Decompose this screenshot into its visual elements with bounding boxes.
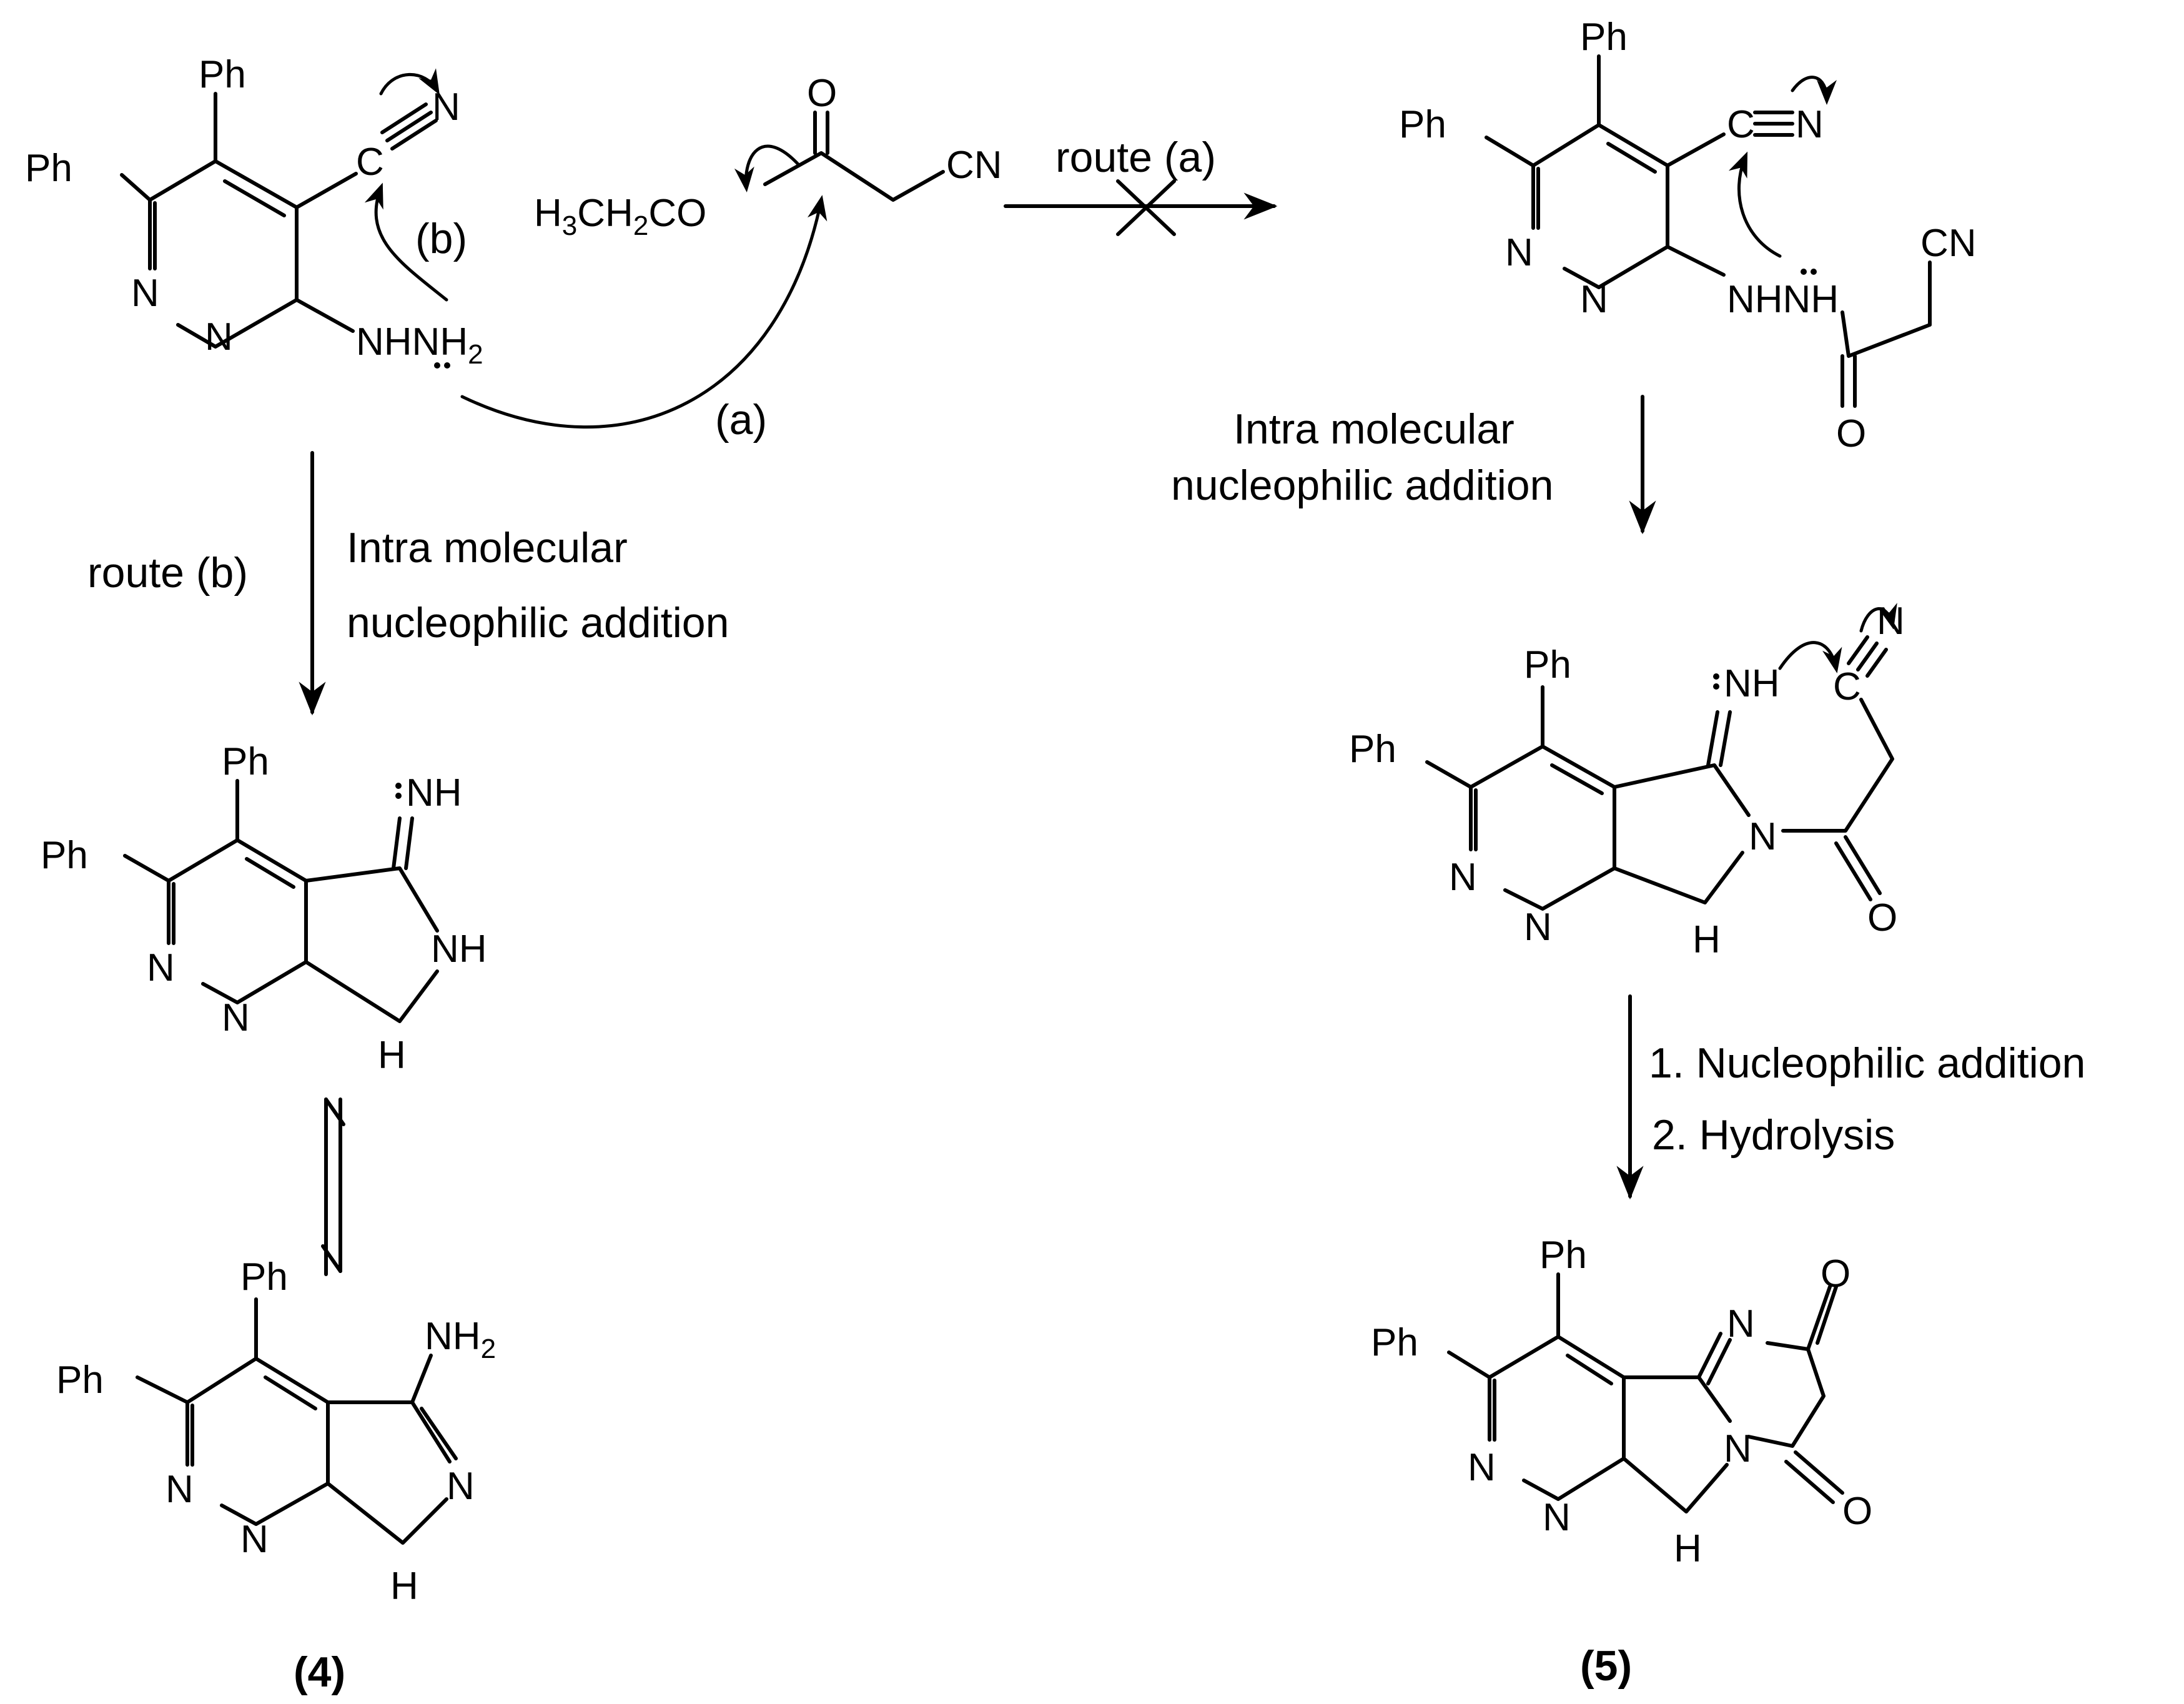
- o-atom: O: [1836, 412, 1866, 455]
- n-atom: N: [1727, 1302, 1755, 1345]
- c-atom: C: [1833, 665, 1861, 708]
- n-atom: N: [1468, 1446, 1496, 1489]
- nhnh2-group: NHNH2: [356, 320, 483, 370]
- nh-group: NH: [1724, 662, 1780, 705]
- o-atom: O: [1821, 1252, 1850, 1295]
- o-atom: O: [807, 72, 837, 115]
- ethyl-cyanoacetate: H3CH2CO O CN: [534, 72, 1002, 241]
- curved-arrow-nh: [1728, 151, 1782, 258]
- starting-pyridazine: Ph Ph N N C N NHNH2: [25, 53, 483, 370]
- ph-atom: Ph: [199, 53, 246, 96]
- cn-group: CN: [946, 144, 1002, 187]
- h-atom: H: [1692, 918, 1721, 961]
- ph-atom: Ph: [1539, 1234, 1587, 1277]
- n-atom: N: [1543, 1496, 1571, 1539]
- hydrazide-intermediate: Ph Ph N N C N NHNH CN O: [1399, 16, 1977, 455]
- nh-group: NH: [406, 771, 462, 815]
- step2-label: 2. Hydrolysis: [1652, 1111, 1895, 1159]
- n-atom: N: [131, 272, 159, 315]
- n-atom: N: [432, 86, 460, 129]
- n-atom: N: [1580, 278, 1608, 321]
- route-a-cross: [1116, 179, 1176, 236]
- compound-4: Ph Ph N N NH2 N H (4): [56, 1256, 496, 1696]
- curved-arrow-cn2: [1791, 76, 1837, 105]
- o-atom: O: [1842, 1490, 1872, 1533]
- route-b-label: route (b): [87, 549, 248, 597]
- n-atom: N: [1505, 231, 1533, 274]
- intra-label-right-1: Intra molecular: [1233, 405, 1514, 453]
- ph-atom: Ph: [56, 1359, 104, 1402]
- label-a: (a): [715, 396, 767, 443]
- nh2-group: NH2: [425, 1315, 496, 1364]
- intra-label-right-2: nucleophilic addition: [1171, 462, 1553, 509]
- label-b: (b): [415, 215, 467, 262]
- n-atom: N: [222, 996, 250, 1039]
- n-atom: N: [1749, 815, 1777, 858]
- h-atom: H: [390, 1565, 418, 1608]
- n-atom: N: [1524, 906, 1552, 949]
- intra-label-left-1: Intra molecular: [347, 524, 628, 572]
- h-atom: H: [1674, 1527, 1702, 1570]
- ph-atom: Ph: [1371, 1321, 1418, 1364]
- ph-atom: Ph: [1349, 728, 1396, 771]
- curved-arrow-b: [364, 182, 448, 302]
- c-atom: C: [356, 141, 384, 184]
- curved-arrow-cn: [379, 68, 440, 96]
- n-atom: N: [447, 1465, 475, 1508]
- n-atom: N: [166, 1468, 194, 1511]
- acylated-imine: Ph Ph N N NH N H C N O: [1349, 600, 1905, 961]
- o-atom: O: [1867, 896, 1897, 939]
- ethoxy-group: H3CH2CO: [534, 192, 706, 241]
- ph-atom: Ph: [222, 740, 269, 783]
- equilibrium-down-barb: [321, 1244, 342, 1273]
- compound-label-5: (5): [1580, 1642, 1632, 1690]
- ph-atom: Ph: [1524, 643, 1571, 686]
- step1-label: 1. Nucleophilic addition: [1649, 1039, 2085, 1087]
- ph-atom: Ph: [1399, 103, 1446, 146]
- nh-group: NH: [431, 928, 487, 971]
- imino-tautomer: Ph Ph N N NH NH H: [41, 740, 487, 1077]
- curved-arrow-a: [460, 195, 828, 429]
- n-atom: N: [1796, 103, 1824, 146]
- ph-atom: Ph: [1580, 16, 1628, 59]
- curved-arrow-imine: [1778, 641, 1842, 673]
- c-atom: C: [1727, 103, 1755, 146]
- nhnh-group: NHNH: [1727, 278, 1839, 321]
- ph-atom: Ph: [41, 834, 88, 877]
- ph-atom: Ph: [25, 147, 72, 190]
- n-atom: N: [205, 315, 233, 359]
- route-a-label: route (a): [1055, 134, 1216, 181]
- cn-group: CN: [1920, 222, 1977, 265]
- h-atom: H: [378, 1034, 406, 1077]
- n-atom: N: [147, 946, 175, 989]
- curved-arrow-ester: [734, 144, 801, 192]
- n-atom: N: [1449, 856, 1477, 899]
- intra-label-left-2: nucleophilic addition: [347, 599, 729, 646]
- curved-arrow-cn3: [1859, 603, 1897, 633]
- compound-label-4: (4): [294, 1648, 345, 1696]
- ph-atom: Ph: [240, 1256, 288, 1299]
- n-atom: N: [1724, 1427, 1752, 1470]
- n-atom: N: [240, 1518, 269, 1561]
- compound-5: Ph Ph N N N N H O O (5): [1371, 1234, 1872, 1690]
